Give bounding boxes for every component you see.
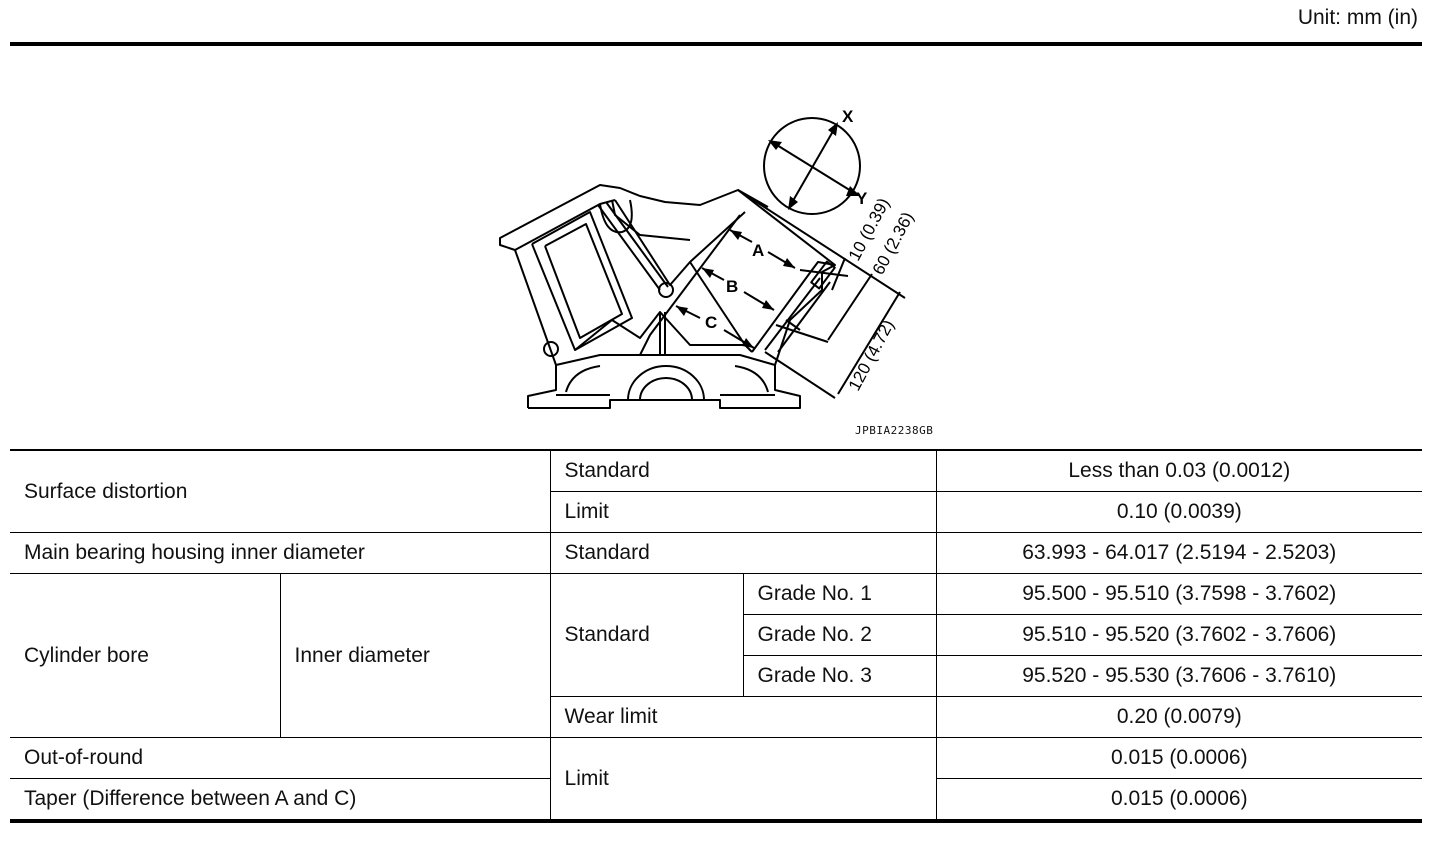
- spec-table: Surface distortion Standard Less than 0.…: [10, 449, 1423, 823]
- table-row: Taper (Difference between A and C) 0.015…: [10, 778, 1423, 822]
- value-out-of-round: 0.015 (0.0006): [935, 737, 1423, 779]
- value-main-bearing: 63.993 - 64.017 (2.5194 - 2.5203): [935, 532, 1423, 574]
- label-c: C: [705, 313, 717, 332]
- row-label-main-bearing: Main bearing housing inner diameter: [10, 532, 551, 574]
- value-surface-standard: Less than 0.03 (0.0012): [935, 449, 1423, 492]
- table-row: Grade No. 2 95.510 - 95.520 (3.7602 - 3.…: [10, 614, 1423, 656]
- left-bank-outline: [499, 184, 769, 366]
- cell-grade-1: Grade No. 1: [742, 573, 937, 615]
- block-base-outline: [527, 354, 801, 409]
- row-label-surface-distortion: Surface distortion: [10, 449, 551, 533]
- table-row: Wear limit 0.20 (0.0079): [10, 696, 1423, 738]
- cell-standard: Standard: [549, 532, 937, 574]
- value-grade-3: 95.520 - 95.530 (3.7606 - 3.7610): [935, 655, 1423, 697]
- label-x: X: [842, 107, 854, 126]
- cell-standard: Standard: [549, 449, 937, 492]
- cell-wear-limit: Wear limit: [550, 696, 937, 738]
- bore-circle: [763, 117, 861, 215]
- figure-code: JPBIA2238GB: [855, 424, 934, 437]
- cell-grade-3: Grade No. 3: [743, 655, 937, 697]
- value-taper: 0.015 (0.0006): [935, 778, 1423, 822]
- value-grade-2: 95.510 - 95.520 (3.7602 - 3.7606): [935, 614, 1423, 656]
- table-row: Cylinder bore Inner diameter Standard Gr…: [10, 573, 1423, 738]
- row-label-out-of-round: Out-of-round: [10, 737, 551, 779]
- dim-120: 120 (4.72): [845, 317, 898, 394]
- table-row: Grade No. 3 95.520 - 95.530 (3.7606 - 3.…: [10, 655, 1423, 697]
- right-bank-outline: [737, 189, 836, 366]
- top-rule: [10, 42, 1422, 46]
- table-row: Out-of-round Limit 0.015 (0.0006): [10, 737, 1423, 822]
- row-label-taper: Taper (Difference between A and C): [10, 778, 551, 822]
- value-grade-1: 95.500 - 95.510 (3.7598 - 3.7602): [935, 573, 1423, 615]
- row-label-inner-diameter: Inner diameter: [279, 573, 551, 738]
- label-b: B: [726, 277, 738, 296]
- table-row: Main bearing housing inner diameter Stan…: [10, 532, 1423, 574]
- cylinder-block-diagram: A B C X Y 10 (0.39) 60 (2.36) 120 (4.72): [499, 107, 917, 409]
- table-row: Surface distortion Standard Less than 0.…: [10, 449, 1423, 533]
- unit-label: Unit: mm (in): [1297, 6, 1418, 29]
- row-label-cylinder-bore: Cylinder bore: [10, 573, 281, 738]
- value-surface-limit: 0.10 (0.0039): [935, 491, 1423, 533]
- cell-standard: Standard: [549, 573, 744, 697]
- cell-limit: Limit: [549, 737, 937, 822]
- label-y: Y: [856, 189, 868, 208]
- cell-limit: Limit: [550, 491, 937, 533]
- cell-grade-2: Grade No. 2: [743, 614, 937, 656]
- label-a: A: [752, 241, 764, 260]
- value-wear-limit: 0.20 (0.0079): [935, 696, 1423, 738]
- main-bearing-arch: [627, 365, 705, 401]
